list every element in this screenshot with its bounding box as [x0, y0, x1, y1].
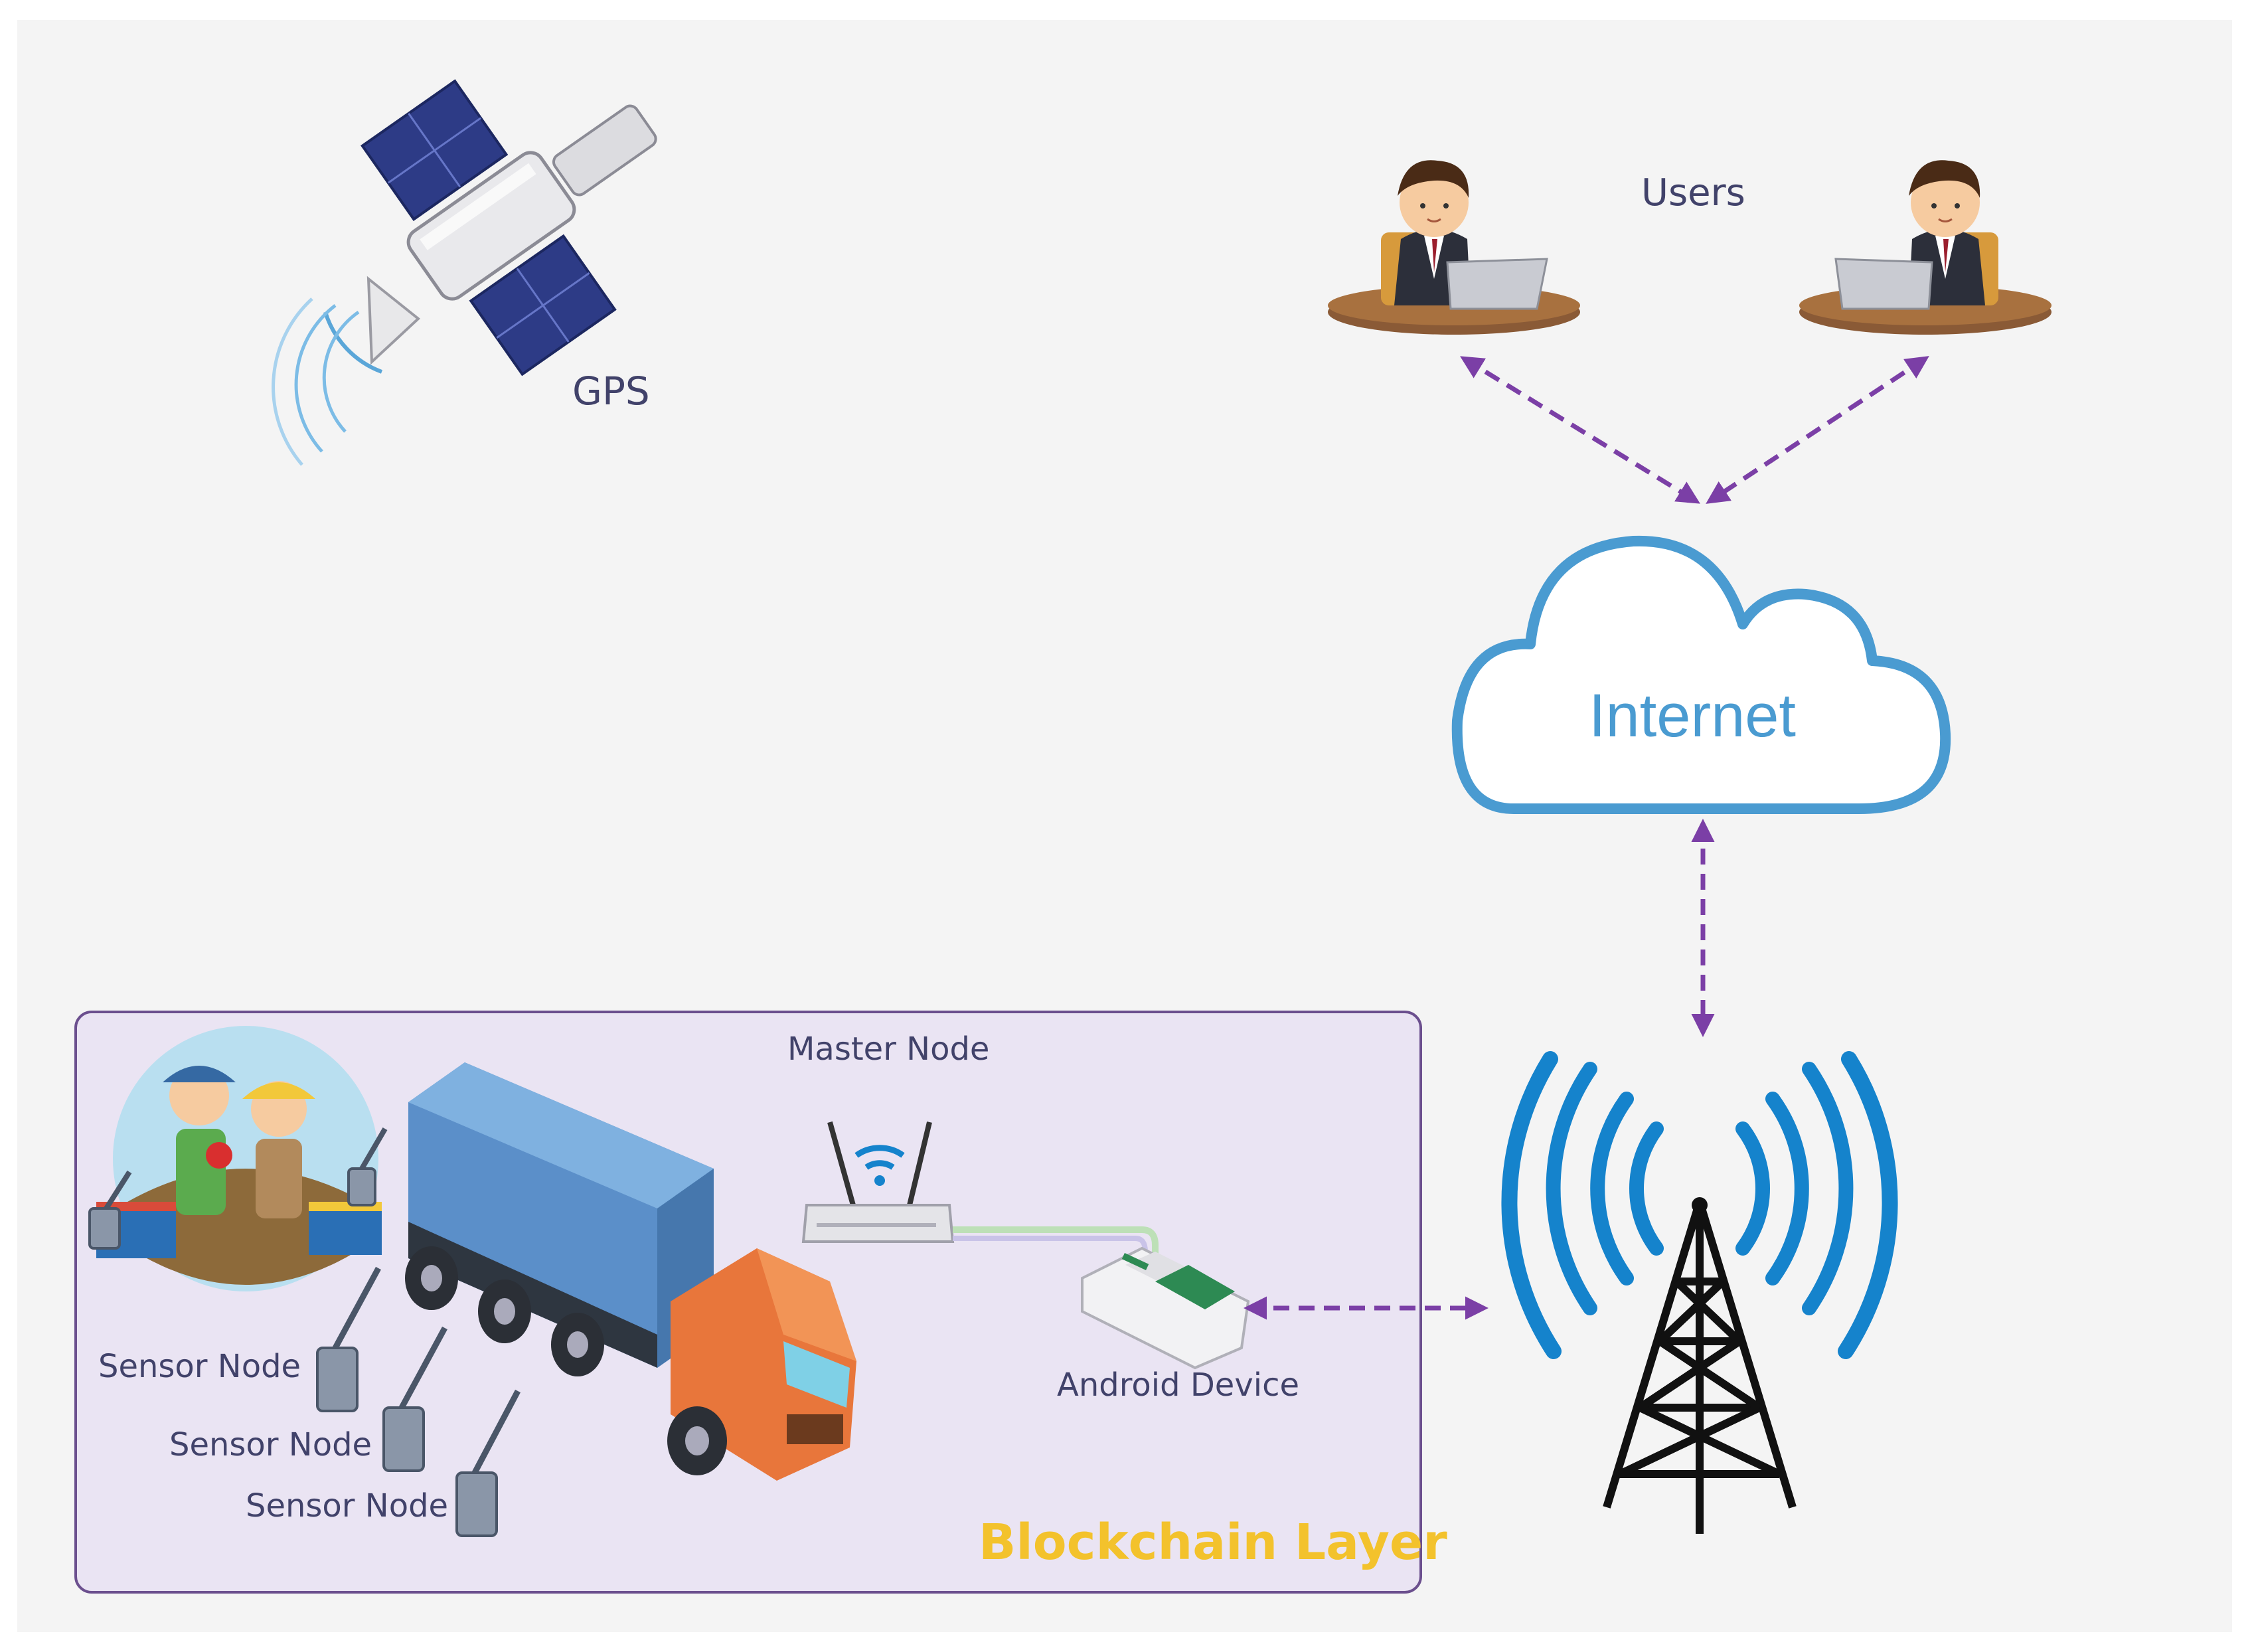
sensor-node-label: Sensor Node — [169, 1426, 372, 1463]
master-node-label: Master Node — [787, 1031, 990, 1068]
pos-terminal-icon — [1081, 1246, 1250, 1370]
sensor-node-label: Sensor Node — [98, 1348, 301, 1385]
internet-label: Internet — [1589, 682, 1796, 750]
router-icon — [801, 1121, 1159, 1265]
sensor-node-label: Sensor Node — [246, 1487, 449, 1525]
sensor-icon — [88, 1127, 521, 1537]
gps-label: GPS — [572, 369, 650, 414]
users-label: Users — [1641, 171, 1745, 214]
farmers-icon — [96, 1026, 382, 1291]
arrow-user2-internet — [1706, 356, 1929, 504]
user-icon — [1799, 160, 2051, 335]
android-device-label: Android Device — [1057, 1366, 1299, 1404]
cell-tower-icon — [1501, 1051, 1898, 1534]
arrow-user1-internet — [1460, 356, 1700, 504]
truck-icon — [405, 1062, 856, 1481]
user-icon — [1328, 160, 1580, 335]
satellite-icon — [272, 79, 657, 466]
blockchain-layer-label: Blockchain Layer — [979, 1514, 1447, 1571]
cloud-icon — [1451, 535, 1951, 814]
